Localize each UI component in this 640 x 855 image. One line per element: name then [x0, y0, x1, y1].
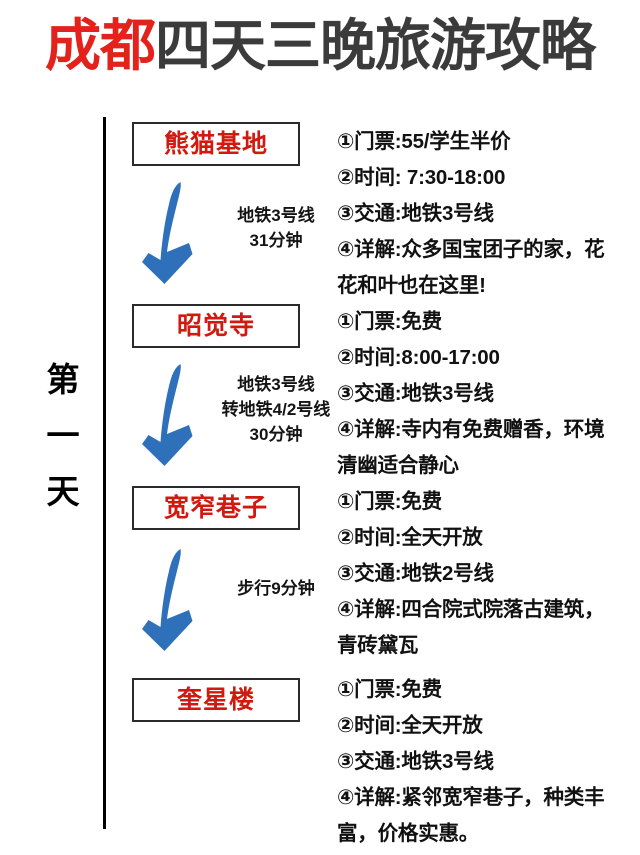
detail-description-4-line-1: ④详解:紧邻宽窄巷子，种类丰 [337, 786, 605, 809]
day-label-char-2: 一 [46, 417, 80, 454]
detail-ticket-3: ①门票:免费 [337, 490, 442, 513]
detail-description-4-line-2: 富，价格实惠。 [337, 822, 480, 845]
stop-box-2[interactable]: 昭觉寺 [132, 304, 300, 348]
page-title-rest: 四天三晚旅游攻略 [155, 14, 596, 77]
detail-hours-2: ②时间:8:00-17:00 [337, 346, 500, 369]
leg-label-2-line-3: 30分钟 [249, 425, 303, 444]
detail-hours-3: ②时间:全天开放 [337, 526, 483, 549]
detail-block-2: ①门票:免费 ②时间:8:00-17:00 ③交通:地铁3号线 ④详解:寺内有免… [337, 304, 635, 484]
day-label: 第 一 天 [34, 352, 92, 520]
detail-ticket-2: ①门票:免费 [337, 310, 442, 333]
detail-transport-2: ③交通:地铁3号线 [337, 382, 494, 405]
detail-block-4: ①门票:免费 ②时间:全天开放 ③交通:地铁3号线 ④详解:紧邻宽窄巷子，种类丰… [337, 672, 635, 852]
day-divider-line [103, 117, 106, 829]
detail-hours-4: ②时间:全天开放 [337, 714, 483, 737]
day-label-char-1: 第 [46, 361, 80, 398]
detail-transport-3: ③交通:地铁2号线 [337, 562, 494, 585]
stop-box-3[interactable]: 宽窄巷子 [132, 486, 300, 530]
down-arrow-icon-1 [134, 178, 206, 288]
detail-hours-1: ②时间: 7:30-18:00 [337, 166, 506, 189]
leg-label-1-line-1: 地铁3号线 [237, 206, 315, 225]
stop-name-3: 宽窄巷子 [163, 493, 268, 522]
down-arrow-icon-2 [134, 360, 206, 470]
down-arrow-icon-3 [134, 545, 206, 655]
detail-block-1: ①门票:55/学生半价 ②时间: 7:30-18:00 ③交通:地铁3号线 ④详… [337, 124, 635, 304]
itinerary-flow-column: 熊猫基地 地铁3号线 31分钟 昭觉寺 地铁3号线 转地铁4/2号线 30分钟 … [132, 0, 330, 855]
detail-transport-1: ③交通:地铁3号线 [337, 202, 494, 225]
stop-box-1[interactable]: 熊猫基地 [132, 122, 300, 166]
detail-description-1-line-2: 花和叶也在这里! [337, 274, 486, 297]
detail-ticket-4: ①门票:免费 [337, 678, 442, 701]
detail-block-3: ①门票:免费 ②时间:全天开放 ③交通:地铁2号线 ④详解:四合院式院落古建筑，… [337, 484, 635, 664]
leg-label-2-line-1: 地铁3号线 [237, 375, 315, 394]
stop-name-2: 昭觉寺 [176, 311, 255, 340]
stop-box-4[interactable]: 奎星楼 [132, 678, 300, 722]
stop-name-1: 熊猫基地 [163, 129, 268, 158]
stop-name-4: 奎星楼 [176, 685, 255, 714]
leg-label-2: 地铁3号线 转地铁4/2号线 30分钟 [206, 372, 346, 447]
leg-label-1-line-2: 31分钟 [249, 231, 303, 250]
detail-description-1-line-1: ④详解:众多国宝团子的家，花 [337, 238, 605, 261]
leg-label-1: 地铁3号线 31分钟 [206, 203, 346, 253]
leg-label-3: 步行9分钟 [206, 576, 346, 601]
detail-ticket-1: ①门票:55/学生半价 [337, 130, 511, 153]
itinerary-detail-column: ①门票:55/学生半价 ②时间: 7:30-18:00 ③交通:地铁3号线 ④详… [337, 0, 637, 855]
detail-description-3-line-1: ④详解:四合院式院落古建筑， [337, 598, 605, 621]
detail-description-2-line-2: 清幽适合静心 [337, 454, 459, 477]
page-title: 成都四天三晚旅游攻略 [0, 0, 640, 92]
detail-description-3-line-2: 青砖黛瓦 [337, 634, 419, 657]
detail-description-2-line-1: ④详解:寺内有免费赠香，环境 [337, 418, 605, 441]
leg-label-3-line-1: 步行9分钟 [237, 579, 315, 598]
leg-label-2-line-2: 转地铁4/2号线 [221, 400, 331, 419]
detail-transport-4: ③交通:地铁3号线 [337, 750, 494, 773]
page-title-highlight: 成都 [45, 14, 156, 77]
day-label-char-3: 天 [46, 473, 80, 510]
